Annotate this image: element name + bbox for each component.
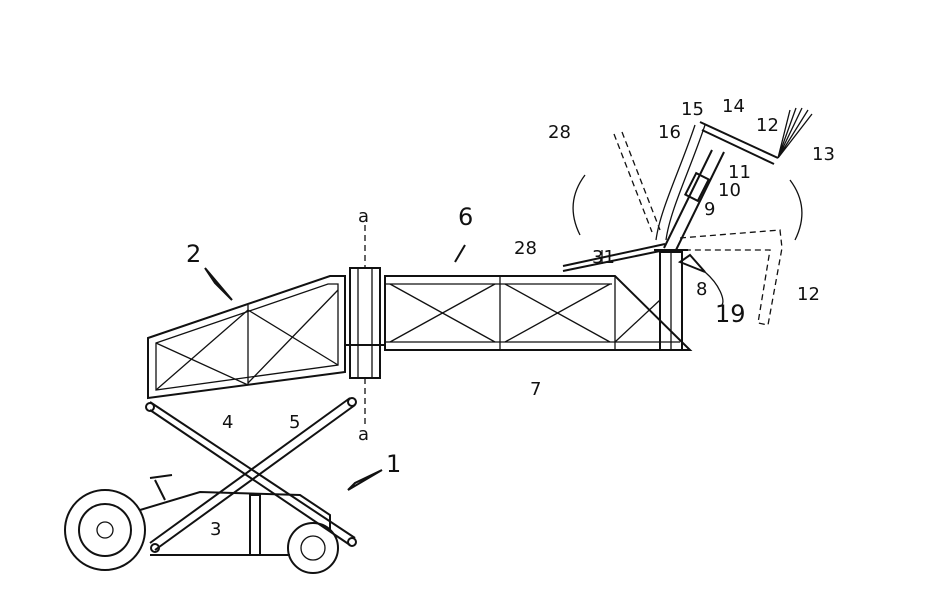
motion-arrows [204,174,803,491]
label-16: 16 [658,122,681,143]
label-11: 11 [728,162,751,183]
lower-boom-truss [147,275,346,400]
label-3: 3 [210,519,221,540]
label-9: 9 [704,199,715,220]
label-28-dashed: 28 [548,122,571,143]
alternate-positions [613,131,783,326]
label-13: 13 [812,144,835,165]
pedestal [654,249,688,351]
label-6: 6 [458,203,473,231]
label-a-bottom: a [358,424,369,445]
label-7: 7 [530,379,541,400]
rotation-column [345,225,385,425]
label-28: 28 [514,238,537,259]
label-5: 5 [289,412,300,433]
label-31: 31 [592,247,615,268]
label-14: 14 [722,96,745,117]
vehicle [64,474,339,574]
label-a-top: a [358,206,369,227]
label-10: 10 [718,180,741,201]
label-19: 19 [715,300,746,328]
label-12: 12 [756,115,779,136]
label-4: 4 [222,412,233,433]
label-8: 8 [696,279,707,300]
label-12-dashed: 12 [797,284,820,305]
label-2: 2 [186,240,201,268]
label-1: 1 [386,450,401,478]
arm-and-platform [655,107,813,251]
upper-boom-truss [384,275,693,351]
label-15: 15 [681,99,704,120]
lever [562,243,666,272]
